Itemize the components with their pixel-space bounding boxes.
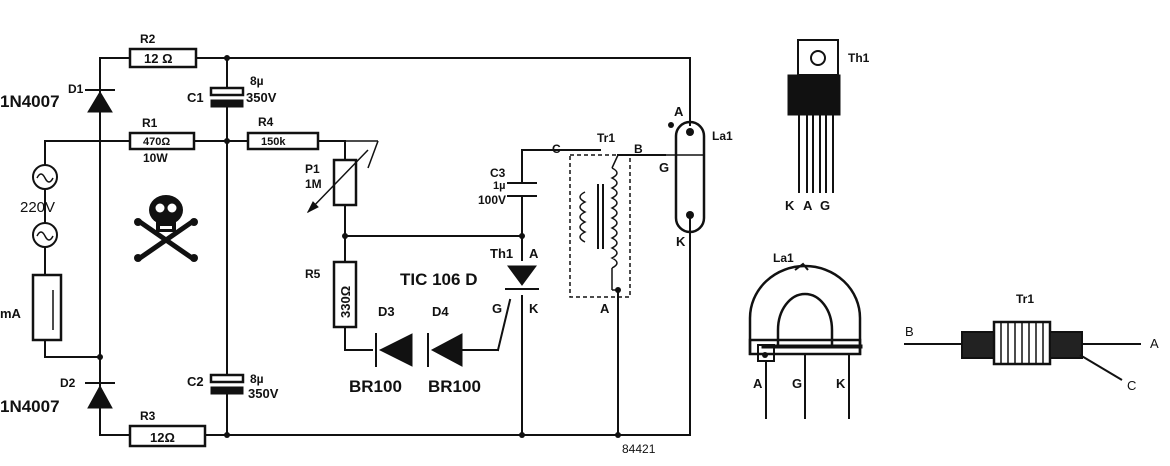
resistor-r1: R1 470Ω 10W [128,116,196,165]
d4-ref: D4 [432,304,449,319]
figure-number: 84421 [622,442,656,456]
drawing-tr1-pin-b: B [905,324,914,339]
resistor-r5: R5 330Ω [305,260,358,329]
d1-type: 1N4007 [0,92,60,111]
r4-ref: R4 [258,115,274,129]
tr1-pin-b: B [634,142,643,156]
tr1-pin-c: C [552,142,561,156]
la1-lamp-pinout: La1 A G K [748,251,863,419]
transformer-tr1: Tr1 C B A [552,131,643,316]
meter-unit: mA [0,306,22,321]
tr1-pin-a: A [600,301,610,316]
pinout-th1-pin-g: G [820,198,830,213]
skull-crossbones-icon [134,195,198,262]
th1-pin-k: K [529,301,539,316]
c1-value: 8µ [250,74,264,88]
diode-d3: D3 BR100 [349,304,413,396]
supply-voltage: 220V [20,199,55,216]
d2-type: 1N4007 [0,397,60,416]
pinout-la1-ref: La1 [773,251,794,265]
mains-supply: 220V [20,164,58,248]
resistor-r4: R4 150k [246,115,320,151]
th1-ref: Th1 [490,246,513,261]
r2-value: 12 Ω [144,51,173,66]
wiring [44,57,691,436]
r2-ref: R2 [140,32,156,46]
resistor-r2: R2 12 Ω [128,32,198,69]
diode-d4: D4 BR100 [427,304,481,396]
r3-value: 12Ω [150,430,175,445]
c2-ref: C2 [187,374,204,389]
diode-d2: D2 1N4007 [0,376,115,416]
c2-value: 8µ [250,372,264,386]
capacitor-c2: C2 8µ 350V [187,372,279,401]
r1-ref: R1 [142,116,158,130]
pinout-la1-pin-k: K [836,376,846,391]
pinout-la1-pin-a: A [753,376,763,391]
c3-value: 1µ [493,180,505,192]
la1-pin-k: K [676,234,686,249]
pinout-th1-pin-a: A [803,198,813,213]
c3-ref: C3 [490,166,506,180]
drawing-tr1-pin-c: C [1127,378,1136,393]
d2-ref: D2 [60,376,76,390]
drawing-tr1-pin-a: A [1150,336,1159,351]
capacitor-c3: C3 1µ 100V [478,166,537,207]
la1-pin-g: G [659,160,669,175]
th1-package-pinout: Th1 K A G [785,39,870,213]
thyristor-th1: Th1 A TIC 106 D K G [400,246,539,316]
resistor-r3: R3 12Ω [128,409,207,448]
p1-value: 1M [305,177,322,191]
drawing-tr1-ref: Tr1 [1016,292,1034,306]
c2-voltage: 350V [248,386,279,401]
pinout-th1-pin-k: K [785,198,795,213]
pinout-la1-pin-g: G [792,376,802,391]
la1-ref: La1 [712,129,733,143]
lamp-la1: A La1 G K [659,104,733,249]
r1-power: 10W [143,151,168,165]
ammeter: mA [0,273,63,342]
r5-ref: R5 [305,267,321,281]
th1-pin-g: G [492,301,502,316]
th1-type: TIC 106 D [400,270,477,289]
r1-value: 470Ω [143,136,170,148]
r4-value: 150k [261,136,286,148]
tr1-ref: Tr1 [597,131,615,145]
potentiometer-p1: P1 1M [305,140,379,214]
pinout-th1-ref: Th1 [848,51,870,65]
r3-ref: R3 [140,409,156,423]
la1-pin-a: A [674,104,684,119]
th1-pin-a: A [529,246,539,261]
diode-d1: D1 1N4007 [0,82,115,113]
capacitor-c1: C1 8µ 350V [187,74,277,108]
p1-ref: P1 [305,162,320,176]
d1-ref: D1 [68,82,84,96]
c1-ref: C1 [187,90,204,105]
c1-voltage: 350V [246,90,277,105]
c3-voltage: 100V [478,193,506,207]
d3-type: BR100 [349,377,402,396]
d3-ref: D3 [378,304,395,319]
r5-value: 330Ω [338,286,353,318]
d4-type: BR100 [428,377,481,396]
tr1-transformer-drawing: Tr1 B A C [904,292,1159,393]
